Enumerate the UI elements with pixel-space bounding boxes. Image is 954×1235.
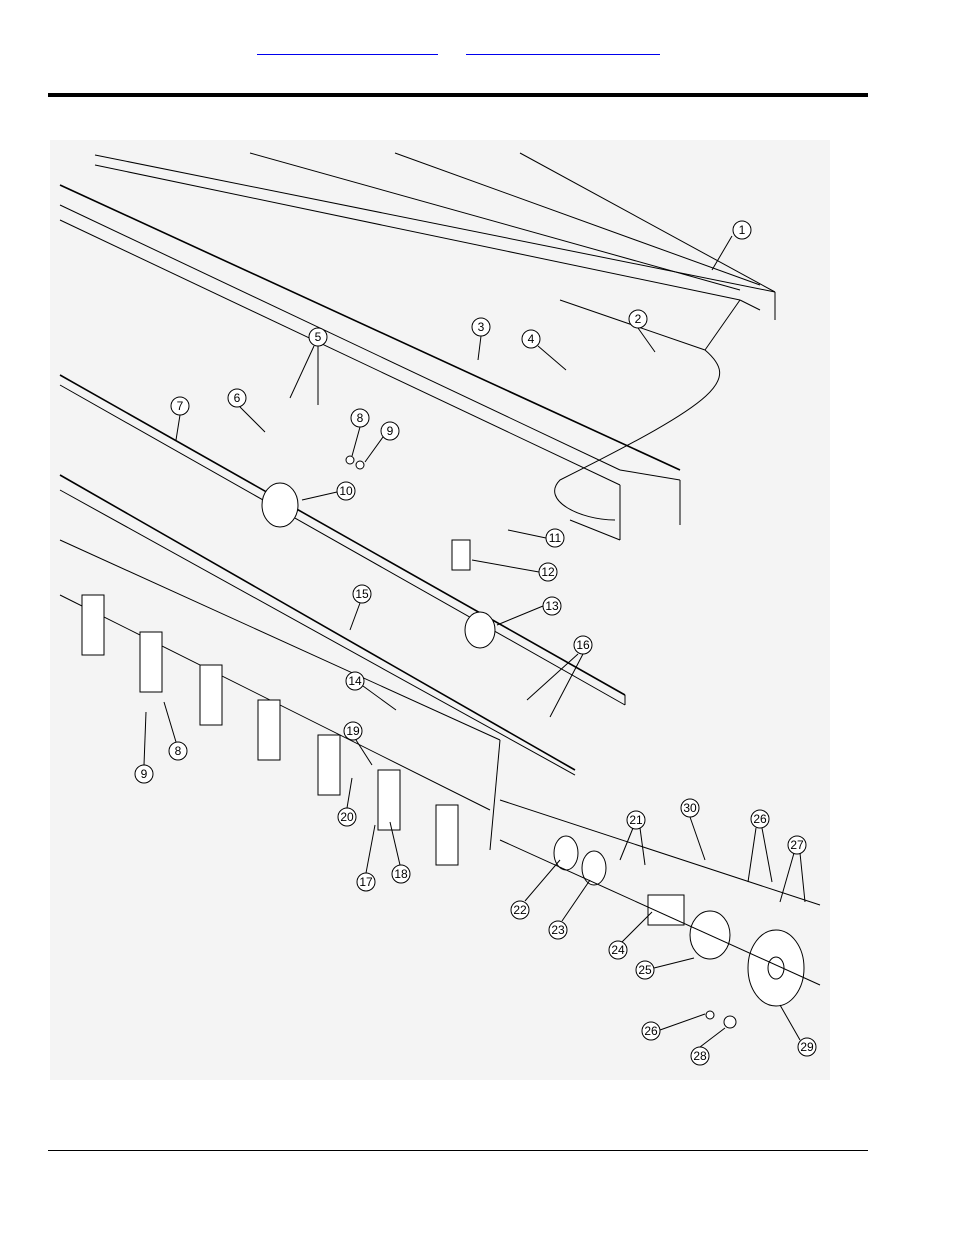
svg-text:8: 8 [357, 411, 364, 425]
nut-part-9 [355, 460, 365, 470]
callout-21: 21 [619, 810, 646, 866]
callout-24: 24 [608, 911, 653, 960]
callout-27: 27 [779, 835, 807, 903]
svg-text:8: 8 [175, 744, 182, 758]
callout-26: 26 [747, 809, 773, 883]
bolt-part-28 [723, 1015, 737, 1029]
callout-7: 7 [170, 396, 190, 441]
callout-23: 23 [548, 879, 591, 940]
callout-12: 12 [471, 559, 558, 582]
svg-text:26: 26 [644, 1024, 658, 1038]
callout-14: 14 [345, 671, 397, 711]
svg-text:27: 27 [790, 838, 804, 852]
washer-part-26-lower [705, 1010, 715, 1020]
svg-text:17: 17 [359, 875, 373, 889]
callout-11: 11 [507, 528, 565, 548]
knob-part-13 [464, 611, 496, 649]
svg-text:2: 2 [635, 312, 642, 326]
svg-text:28: 28 [693, 1049, 707, 1063]
svg-text:16: 16 [576, 638, 590, 652]
auger-trough [59, 184, 681, 541]
callout-30: 30 [680, 798, 706, 861]
nut-part-8 [345, 455, 355, 465]
svg-text:9: 9 [387, 424, 394, 438]
seed-tubes [81, 594, 459, 866]
svg-text:24: 24 [611, 943, 625, 957]
svg-text:13: 13 [545, 599, 559, 613]
callout-28: 28 [690, 1027, 726, 1066]
svg-text:14: 14 [348, 674, 362, 688]
svg-text:22: 22 [513, 903, 527, 917]
svg-text:23: 23 [551, 923, 565, 937]
callout-25: 25 [635, 957, 695, 980]
cover-sheet [94, 152, 776, 521]
header-rule [48, 93, 868, 97]
roller-part-10 [261, 482, 299, 528]
callout-5: 5 [289, 327, 328, 405]
callout-26-lower: 26 [641, 1013, 706, 1041]
svg-text:20: 20 [340, 810, 354, 824]
bracket-part-12 [451, 539, 471, 571]
svg-text:25: 25 [638, 963, 652, 977]
callout-19: 19 [343, 721, 373, 766]
sprocket-hub [767, 956, 785, 980]
svg-text:21: 21 [629, 813, 643, 827]
callout-17: 17 [356, 824, 376, 892]
svg-text:29: 29 [800, 1040, 814, 1054]
callout-22: 22 [510, 859, 561, 920]
svg-text:7: 7 [177, 399, 184, 413]
svg-text:26: 26 [753, 812, 767, 826]
callout-6: 6 [227, 388, 266, 433]
callout-9: 9 [364, 421, 400, 463]
footer-rule [48, 1150, 868, 1151]
callout-29: 29 [779, 1004, 817, 1057]
svg-text:30: 30 [683, 801, 697, 815]
svg-text:1: 1 [739, 223, 746, 237]
callout-10: 10 [301, 481, 356, 501]
svg-text:12: 12 [541, 565, 555, 579]
svg-text:5: 5 [315, 330, 322, 344]
svg-text:4: 4 [528, 332, 535, 346]
callout-16: 16 [526, 635, 593, 718]
callout-20: 20 [337, 777, 357, 827]
bearing-part-24 [647, 894, 685, 926]
svg-text:9: 9 [141, 767, 148, 781]
svg-text:11: 11 [549, 531, 562, 545]
washer-part-22 [553, 835, 579, 871]
svg-text:3: 3 [478, 320, 485, 334]
callout-8: 8 [350, 408, 370, 457]
svg-text:18: 18 [394, 867, 408, 881]
header-link-1[interactable] [257, 38, 438, 55]
svg-text:15: 15 [355, 587, 369, 601]
callout-9-lower: 9 [134, 711, 154, 784]
callout-13: 13 [496, 596, 562, 626]
washer-part-23 [581, 850, 607, 886]
callout-4: 4 [521, 329, 567, 371]
auger-shaft [59, 374, 626, 706]
callout-2: 2 [628, 309, 656, 353]
callout-3: 3 [471, 317, 491, 361]
svg-text:19: 19 [346, 724, 360, 738]
header-link-2[interactable] [466, 38, 660, 55]
callout-15: 15 [349, 584, 372, 631]
callout-8-lower: 8 [163, 701, 188, 761]
svg-text:6: 6 [234, 391, 241, 405]
lower-bar [59, 474, 576, 776]
callout-1: 1 [711, 220, 752, 271]
callout-18: 18 [389, 821, 411, 884]
svg-text:10: 10 [339, 484, 353, 498]
